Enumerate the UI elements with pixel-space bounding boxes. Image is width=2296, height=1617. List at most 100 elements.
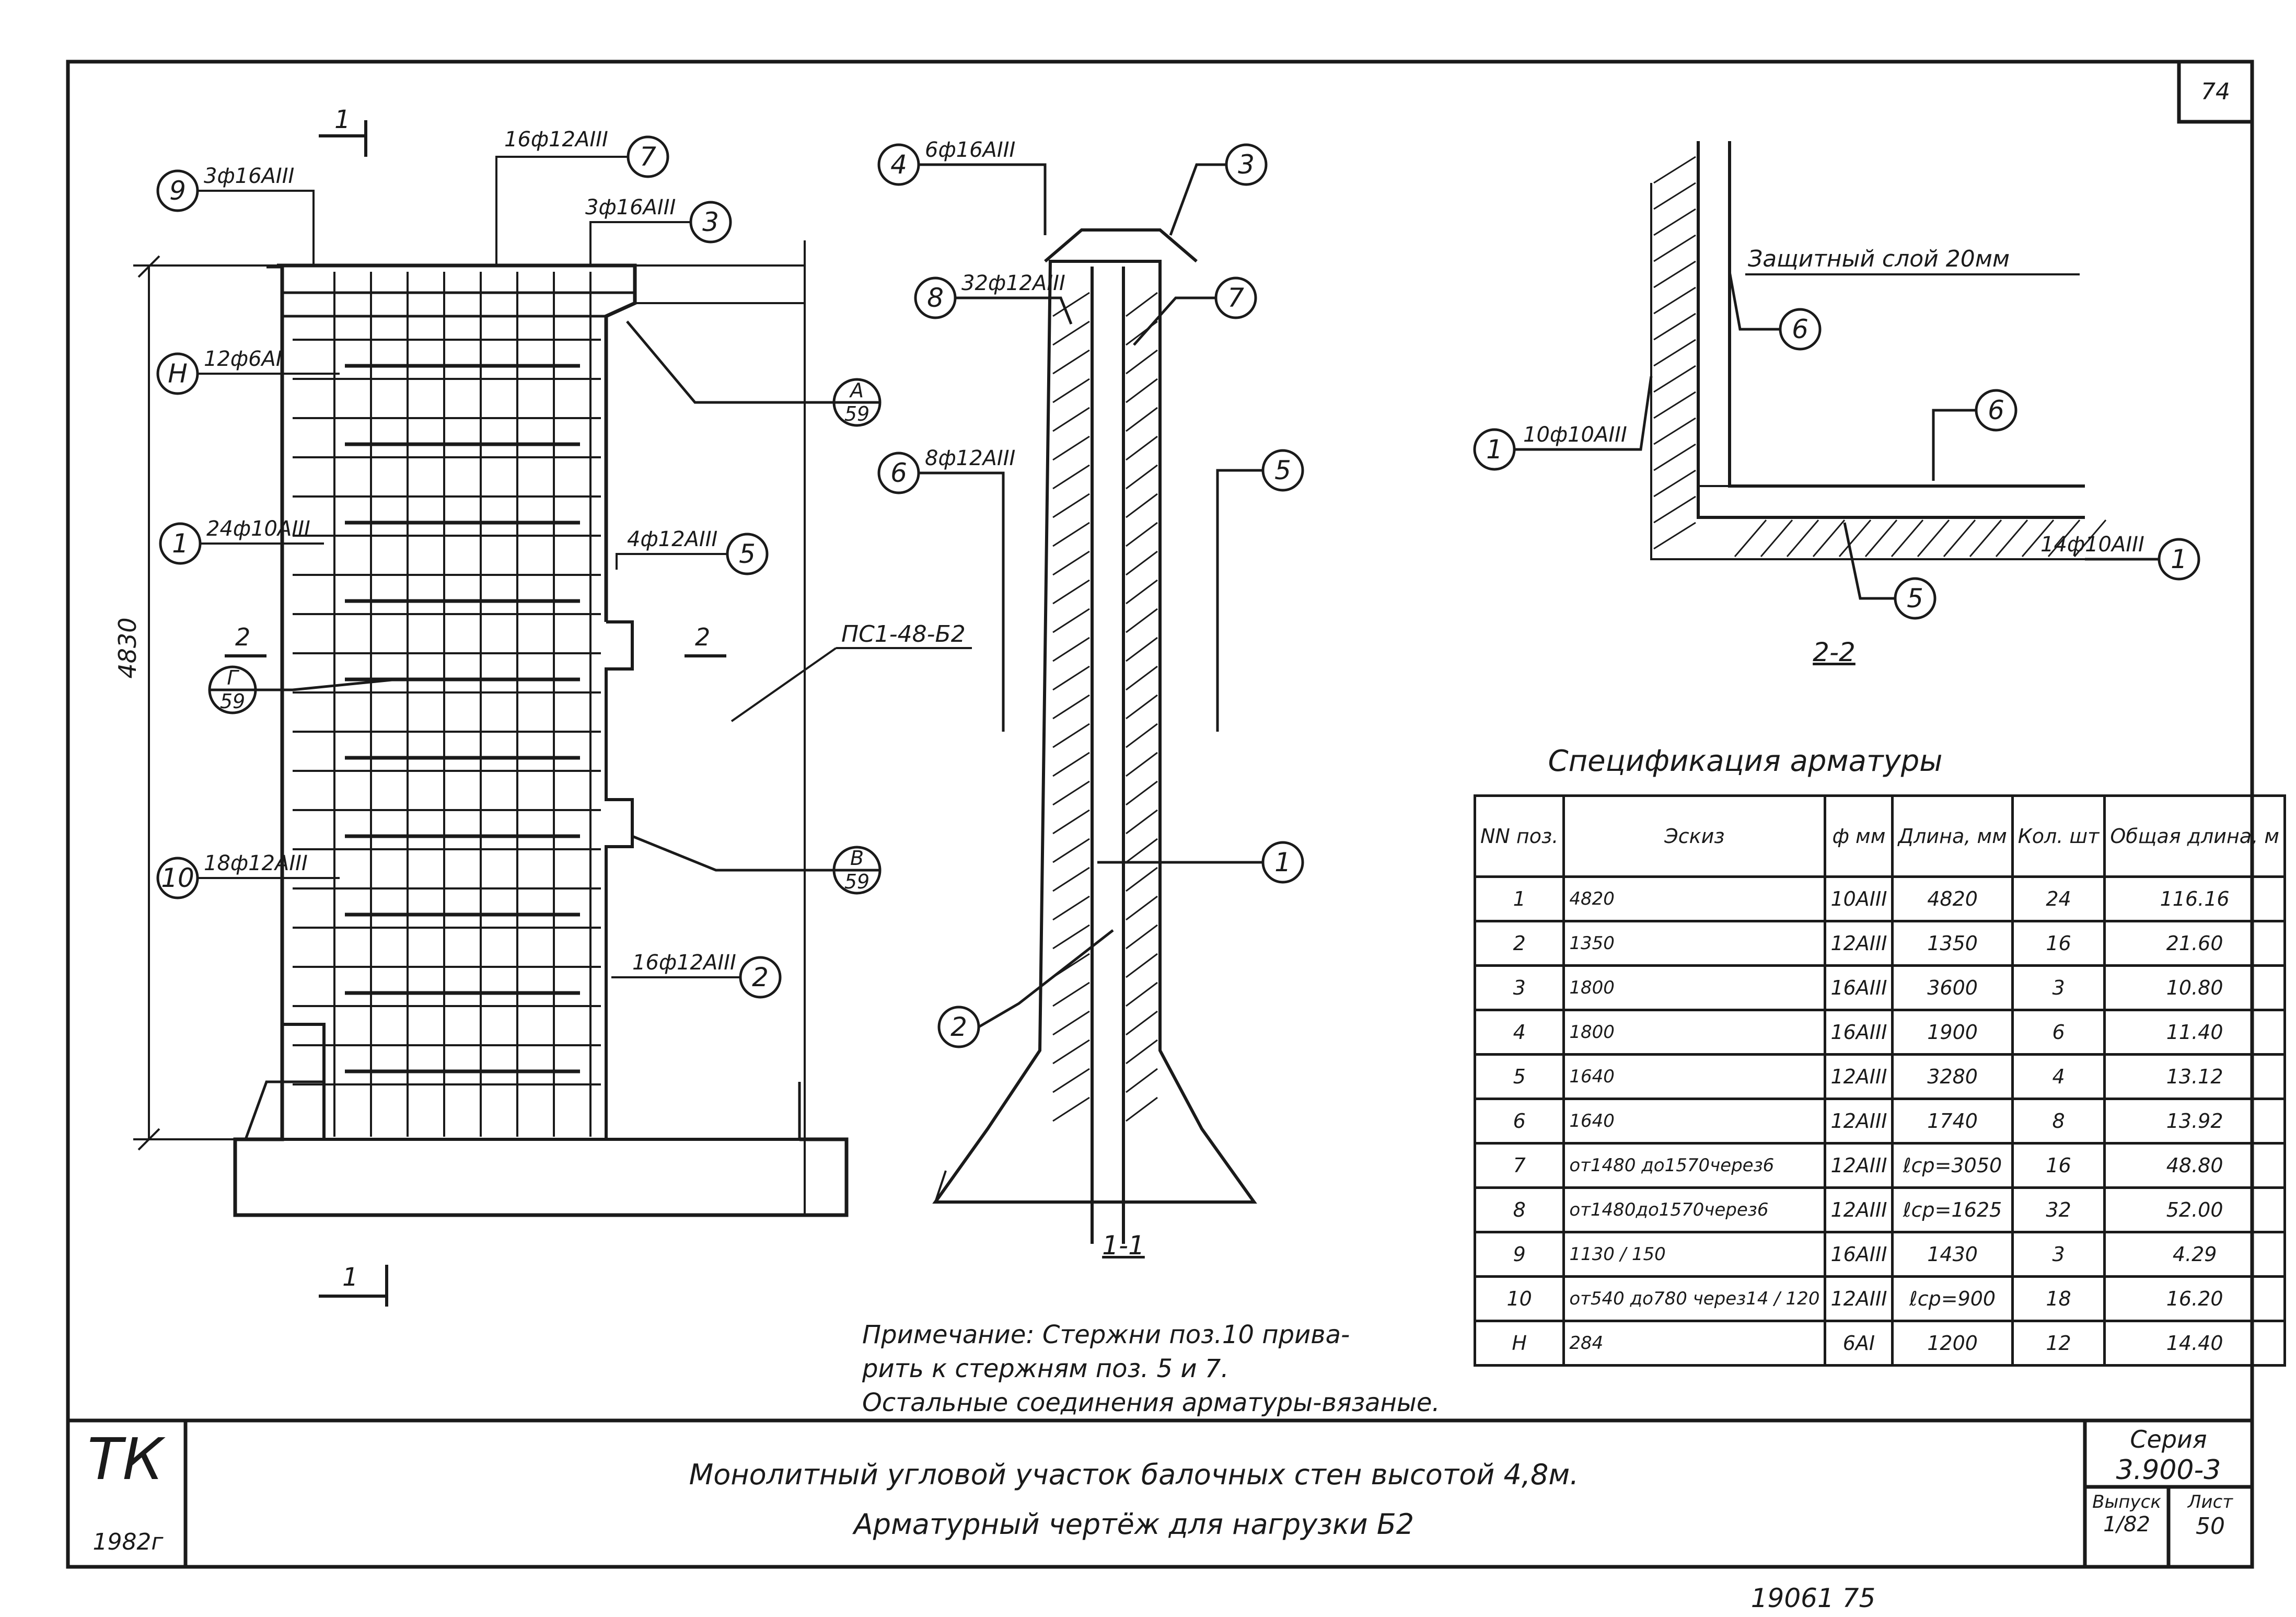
spec-pos: 7 <box>1473 1142 1566 1189</box>
spec-pos: 3 <box>1473 964 1566 1011</box>
elevation-rebar-mesh <box>293 272 601 1137</box>
spec-diameter: 12АIII <box>1824 1098 1894 1145</box>
spec-sketch: от1480до1570через6 <box>1562 1186 1827 1233</box>
node-g-top: Г <box>227 666 239 689</box>
s22-callout-num-3: 1 <box>2171 544 2187 574</box>
spec-qty: 16 <box>2011 920 2106 967</box>
spec-sketch: от540 до780 через14 / 120 <box>1562 1275 1827 1322</box>
spec-length: ℓср=900 <box>1891 1275 2014 1322</box>
section-1-1-title: 1-1 <box>1102 1230 1145 1261</box>
spec-diameter: 6АI <box>1824 1320 1894 1367</box>
table-row: 1 4820 10АIII 4820 24 116.16 <box>1473 875 2286 922</box>
year: 1982г <box>92 1529 164 1555</box>
section-mark-top-label: 1 <box>334 105 351 134</box>
s11-callout-num-5: 5 <box>1274 455 1291 486</box>
elev-callout-num-5: 5 <box>739 539 756 569</box>
spec-sketch: 1800 <box>1562 964 1827 1011</box>
spec-pos: Н <box>1473 1320 1566 1367</box>
height-dimension-value: 4830 <box>113 617 142 678</box>
section-2-2-view <box>1650 141 2085 560</box>
sheet-label: Лист <box>2187 1492 2233 1512</box>
elev-callout-text-0: 3ф16АIII <box>204 164 294 188</box>
s22-callout-num-0: 6 <box>1792 314 1808 344</box>
s11-callout-num-2: 8 <box>927 283 944 313</box>
spec-diameter: 16АIII <box>1824 964 1894 1011</box>
elev-callout-text-3: 12ф6АI <box>204 347 282 371</box>
section-1-1-hatching <box>1052 292 1158 1122</box>
s11-callout-num-3: 7 <box>1227 283 1244 313</box>
table-row: 3 1800 16АIII 3600 3 10.80 <box>1473 964 2286 1011</box>
spec-pos: 2 <box>1473 920 1566 967</box>
sheet-value: 50 <box>2196 1513 2225 1540</box>
spec-sketch: 1130 / 150 <box>1562 1231 1827 1278</box>
spec-length: 3600 <box>1891 964 2014 1011</box>
table-row: 9 1130 / 150 16АIII 1430 3 4.29 <box>1473 1231 2286 1278</box>
spec-length: 3280 <box>1891 1053 2014 1100</box>
spec-header-row: NN поз. Эскиз ф мм Длина, мм Кол. шт Общ… <box>1473 794 2286 878</box>
spec-qty: 12 <box>2011 1320 2106 1367</box>
spec-qty: 6 <box>2011 1009 2106 1056</box>
spec-sketch-label: от540 до780 через14 / 120 <box>1569 1288 1820 1309</box>
spec-sketch-label: 1130 / 150 <box>1569 1244 1666 1265</box>
spec-header-qty: Кол. шт <box>2011 794 2106 878</box>
spec-length: ℓср=1625 <box>1891 1186 2014 1233</box>
series-value: 3.900-3 <box>2116 1454 2221 1486</box>
panel-leader <box>730 647 837 722</box>
table-row: 4 1800 16АIII 1900 6 11.40 <box>1473 1009 2286 1056</box>
s11-callout-num-4: 6 <box>890 458 907 488</box>
spec-total: 13.92 <box>2103 1098 2286 1145</box>
s11-callout-num-6: 1 <box>1274 847 1291 877</box>
spec-sketch: 4820 <box>1562 875 1827 922</box>
spec-diameter: 12АIII <box>1824 1186 1894 1233</box>
spec-qty: 3 <box>2011 1231 2106 1278</box>
spec-qty: 8 <box>2011 1098 2106 1145</box>
tk-logo: ТК <box>87 1426 166 1493</box>
node-references <box>208 320 882 895</box>
node-v-bottom: 59 <box>844 870 869 893</box>
spec-header-d: ф мм <box>1824 794 1894 878</box>
table-row: Н 284 6АI 1200 12 14.40 <box>1473 1320 2286 1367</box>
elev-callout-num-0: 9 <box>169 176 186 206</box>
spec-total: 4.29 <box>2103 1231 2286 1278</box>
spec-sketch: 1350 <box>1562 920 1827 967</box>
spec-header-pos: NN поз. <box>1473 794 1566 878</box>
table-row: 8 от1480до1570через6 12АIII ℓср=1625 32 … <box>1473 1186 2286 1233</box>
spec-sketch: 1800 <box>1562 1009 1827 1056</box>
spec-diameter: 16АIII <box>1824 1009 1894 1056</box>
elev-callout-text-1: 16ф12АIII <box>504 128 608 152</box>
section-2-2-title: 2-2 <box>1813 637 1856 667</box>
elevation-view <box>233 240 849 1217</box>
elev-callout-num-6: 10 <box>161 863 194 893</box>
s11-callout-num-1: 3 <box>1238 149 1255 180</box>
spec-diameter: 16АIII <box>1824 1231 1894 1278</box>
spec-pos: 1 <box>1473 875 1566 922</box>
spec-qty: 18 <box>2011 1275 2106 1322</box>
table-row: 5 1640 12АIII 3280 4 13.12 <box>1473 1053 2286 1100</box>
s22-callout-text-2: 10ф10АIII <box>1523 423 1627 447</box>
spec-pos: 8 <box>1473 1186 1566 1233</box>
note-line-2: рить к стержням поз. 5 и 7. <box>862 1354 1229 1383</box>
spec-pos: 9 <box>1473 1231 1566 1278</box>
node-a-bottom: 59 <box>844 402 869 425</box>
s11-callout-text-4: 8ф12АIII <box>925 446 1015 470</box>
table-row: 6 1640 12АIII 1740 8 13.92 <box>1473 1098 2286 1145</box>
spec-sketch-label: 4820 <box>1569 888 1615 909</box>
note-line-1: Примечание: Стержни поз.10 прива- <box>862 1320 1350 1349</box>
height-dimension <box>133 255 282 1151</box>
s11-callout-text-0: 6ф16АIII <box>925 138 1015 162</box>
cut-mark-right-label: 2 <box>695 623 710 651</box>
node-a-top: А <box>849 379 864 402</box>
s11-callout-text-2: 32ф12АIII <box>961 271 1065 295</box>
cut-mark-left-label: 2 <box>235 623 250 651</box>
spec-length: 1740 <box>1891 1098 2014 1145</box>
spec-sketch-label: от1480до1570через6 <box>1569 1199 1769 1220</box>
section-mark-1 <box>319 120 388 1307</box>
spec-header-total: Общая длина, м <box>2103 794 2286 878</box>
spec-header-len: Длина, мм <box>1891 794 2014 878</box>
spec-sketch-label: от1480 до1570через6 <box>1569 1155 1775 1176</box>
spec-header-sketch: Эскиз <box>1562 794 1827 878</box>
table-row: 10 от540 до780 через14 / 120 12АIII ℓср=… <box>1473 1275 2286 1322</box>
node-v-top: В <box>850 847 864 870</box>
spec-total: 52.00 <box>2103 1186 2286 1233</box>
